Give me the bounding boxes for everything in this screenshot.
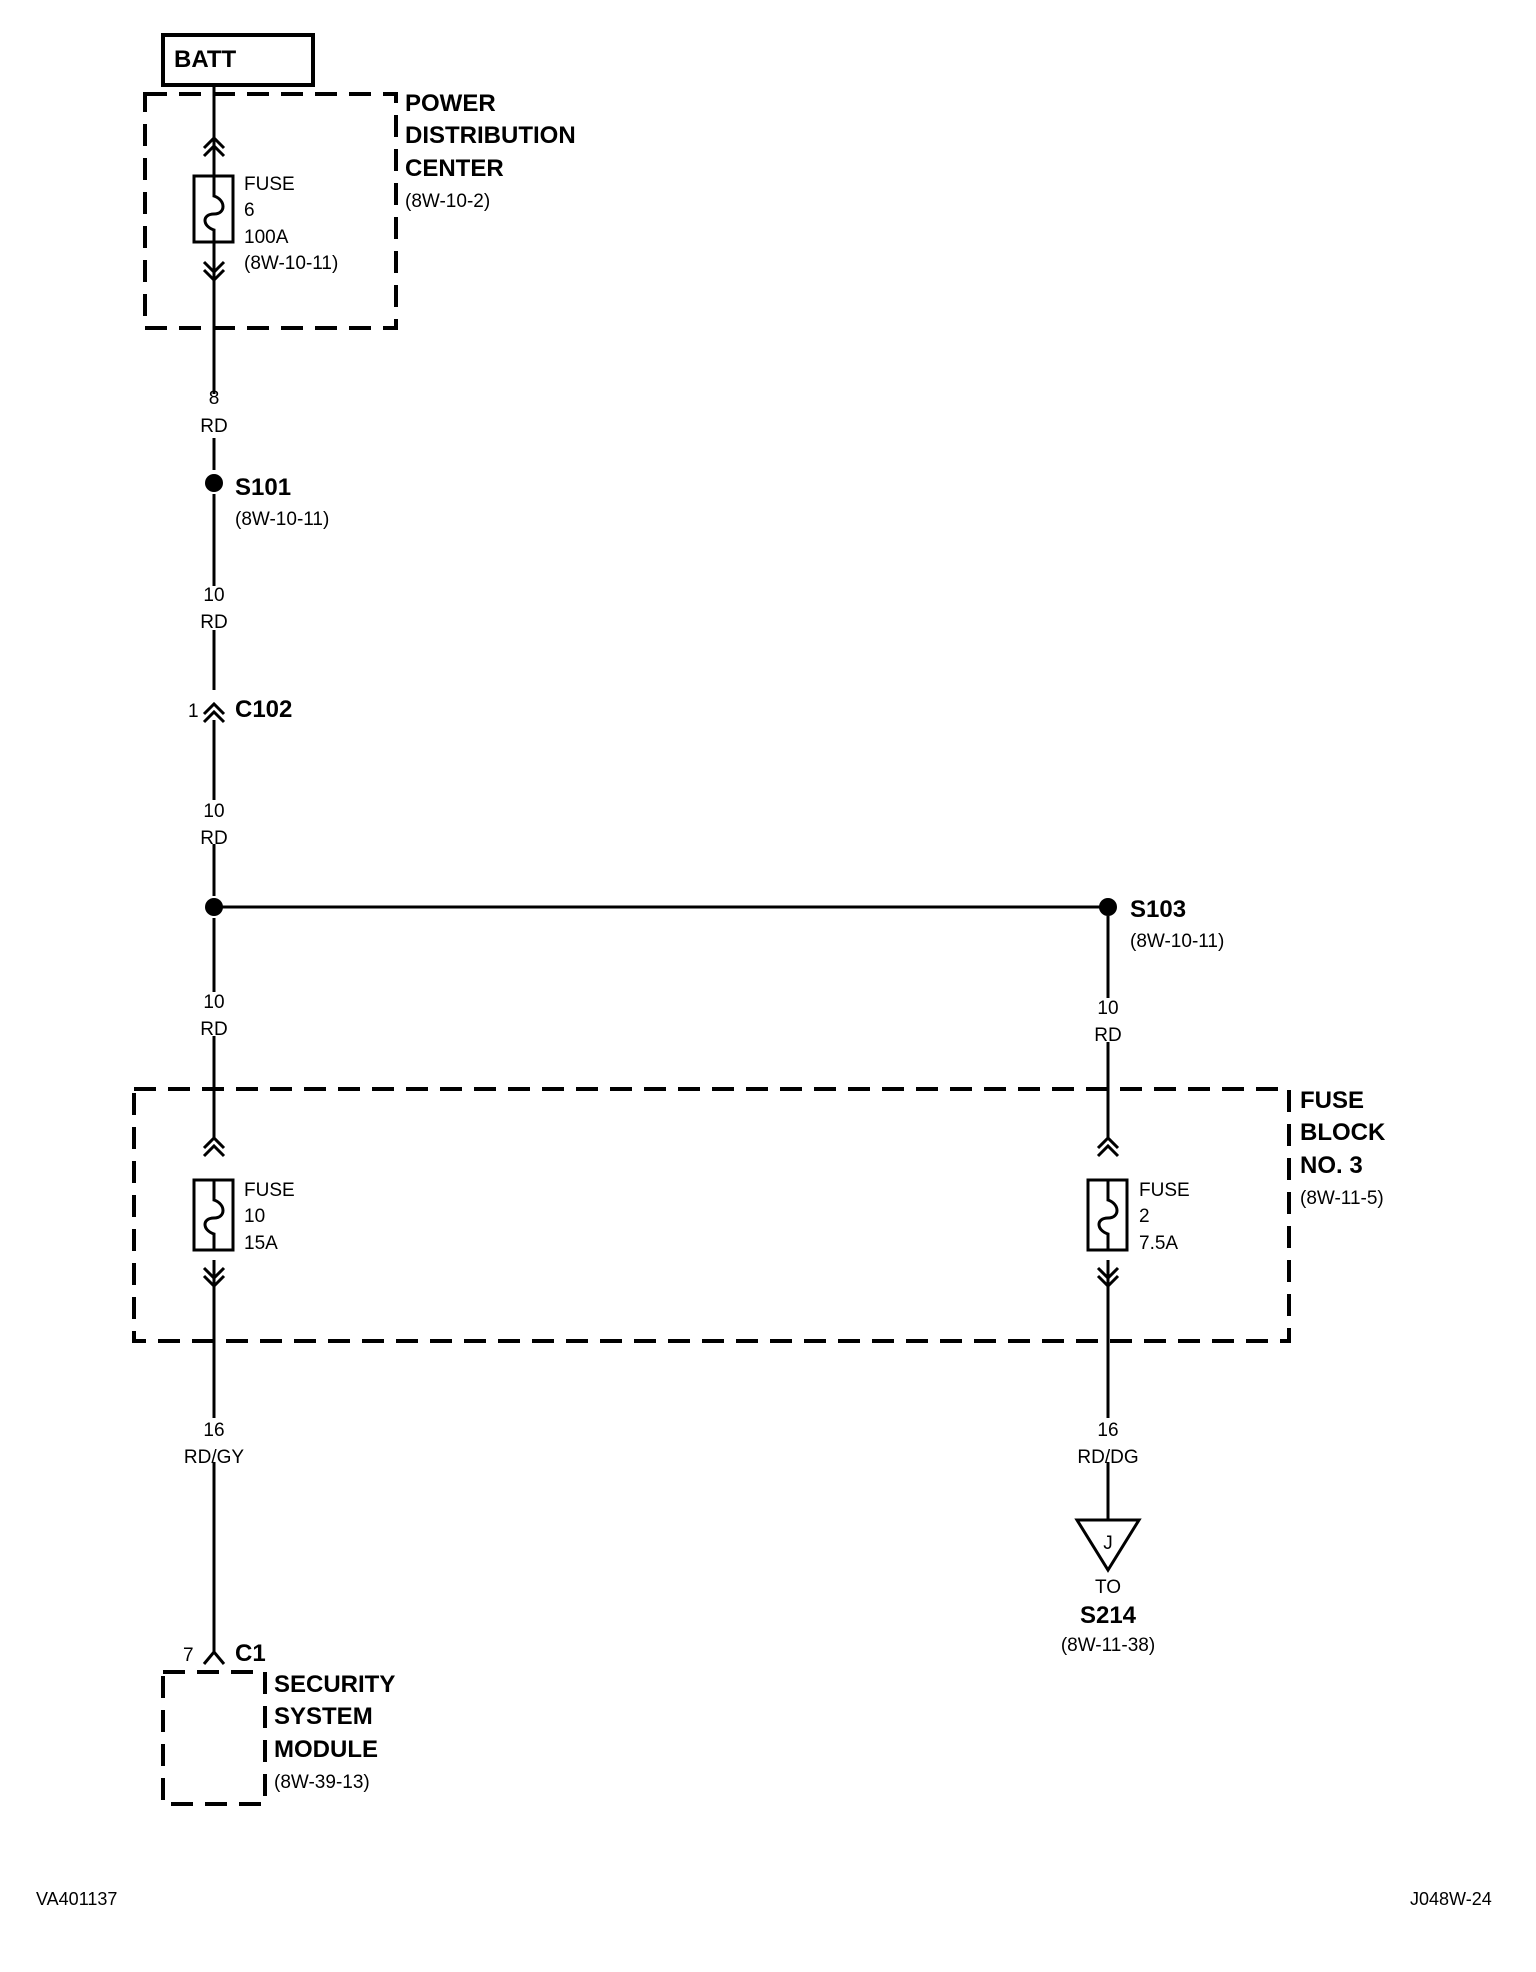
fuse-block-boundary [132, 1087, 1291, 1343]
fuse2-rating: 7.5A [1139, 1233, 1179, 1254]
fuse2-in-chevron [1096, 1135, 1120, 1150]
ssm-title-line3: MODULE [274, 1736, 378, 1763]
ssm-title-line2: SYSTEM [274, 1703, 373, 1730]
pdc-fuse-label: FUSE [244, 174, 295, 195]
pdc-fuse-out-chevron [202, 260, 226, 275]
connector-j-letter: J [1103, 1533, 1113, 1554]
pdc-boundary [143, 92, 398, 330]
pdc-fuse-in-chevron [202, 135, 226, 150]
wire3-color: RD [200, 828, 228, 849]
ssm-boundary [161, 1670, 267, 1806]
connector-j-ref: (8W-11-38) [1060, 1635, 1156, 1656]
wire6-gauge: 16 [203, 1420, 225, 1441]
pdc-ref: (8W-10-2) [405, 191, 491, 212]
pdc-fuse-element [203, 176, 225, 242]
c102-label: C102 [235, 696, 293, 723]
fuse10-in-chevron [202, 1135, 226, 1150]
pdc-fuse-out-chevron-2 [202, 268, 226, 283]
pdc-title-line3: CENTER [405, 155, 504, 182]
c1-pin: 7 [183, 1645, 194, 1666]
wire1-gauge: 8 [208, 388, 220, 409]
s103-ref: (8W-10-11) [1130, 931, 1225, 952]
wire4-color: RD [200, 1019, 228, 1040]
fuse10-in-chevron-2 [202, 1143, 226, 1158]
s101-splice-dot [205, 474, 223, 492]
fuse2-number: 2 [1139, 1206, 1150, 1227]
fuse-block-title-line1: FUSE [1300, 1087, 1365, 1114]
fuse-block-title-line2: BLOCK [1300, 1119, 1386, 1146]
wire5-color: RD [1094, 1025, 1122, 1046]
fuse-block-ref: (8W-11-5) [1300, 1188, 1384, 1209]
batt-box [161, 33, 315, 87]
fuse10-rating: 15A [244, 1233, 278, 1254]
c102-connector-chevron [202, 701, 226, 716]
fuse10-element [203, 1180, 225, 1250]
wire1-color: RD [200, 416, 228, 437]
wire7-gauge: 16 [1097, 1420, 1119, 1441]
footer-right-code: J048W-24 [1410, 1889, 1492, 1909]
s103-label: S103 [1130, 896, 1187, 923]
fuse2-out-chevron [1096, 1266, 1120, 1281]
ssm-title-line1: SECURITY [274, 1671, 396, 1698]
wire3-gauge: 10 [203, 801, 225, 822]
wire7-color: RD/DG [1077, 1447, 1139, 1468]
fuse10-out-chevron [202, 1266, 226, 1281]
pdc-fuse-rating: 100A [244, 227, 289, 248]
connector-j-triangle [1074, 1518, 1142, 1573]
connector-j-to: TO [1094, 1577, 1122, 1598]
fuse2-element [1097, 1180, 1119, 1250]
connector-j-target: S214 [1079, 1602, 1137, 1629]
fuse2-in-chevron-2 [1096, 1143, 1120, 1158]
c102-pin: 1 [188, 701, 199, 722]
wire4-gauge: 10 [203, 992, 225, 1013]
pdc-title-line1: POWER [405, 90, 496, 117]
ssm-ref: (8W-39-13) [274, 1772, 370, 1793]
fuse2-label: FUSE [1139, 1180, 1190, 1201]
c1-label: C1 [235, 1640, 266, 1667]
pdc-fuse-ref: (8W-10-11) [244, 253, 339, 274]
wire2-color: RD [200, 612, 228, 633]
s101-ref: (8W-10-11) [235, 509, 330, 530]
wire6-color: RD/GY [183, 1447, 245, 1468]
fuse10-label: FUSE [244, 1180, 295, 1201]
fuse2-out-chevron-2 [1096, 1274, 1120, 1289]
fuse10-out-chevron-2 [202, 1274, 226, 1289]
fuse10-number: 10 [244, 1206, 266, 1227]
fuse-block-title-line3: NO. 3 [1300, 1152, 1363, 1179]
c102-connector-chevron-2 [202, 709, 226, 724]
wire5-gauge: 10 [1097, 998, 1119, 1019]
batt-label: BATT [174, 46, 237, 73]
pdc-title-line2: DISTRIBUTION [405, 122, 576, 149]
footer-left-code: VA401137 [36, 1889, 118, 1909]
pdc-fuse-number: 6 [244, 200, 255, 221]
pdc-fuse-in-chevron-2 [202, 143, 226, 158]
s103-splice-dot [1099, 898, 1117, 916]
s101-label: S101 [235, 474, 292, 501]
wire2-gauge: 10 [203, 585, 225, 606]
